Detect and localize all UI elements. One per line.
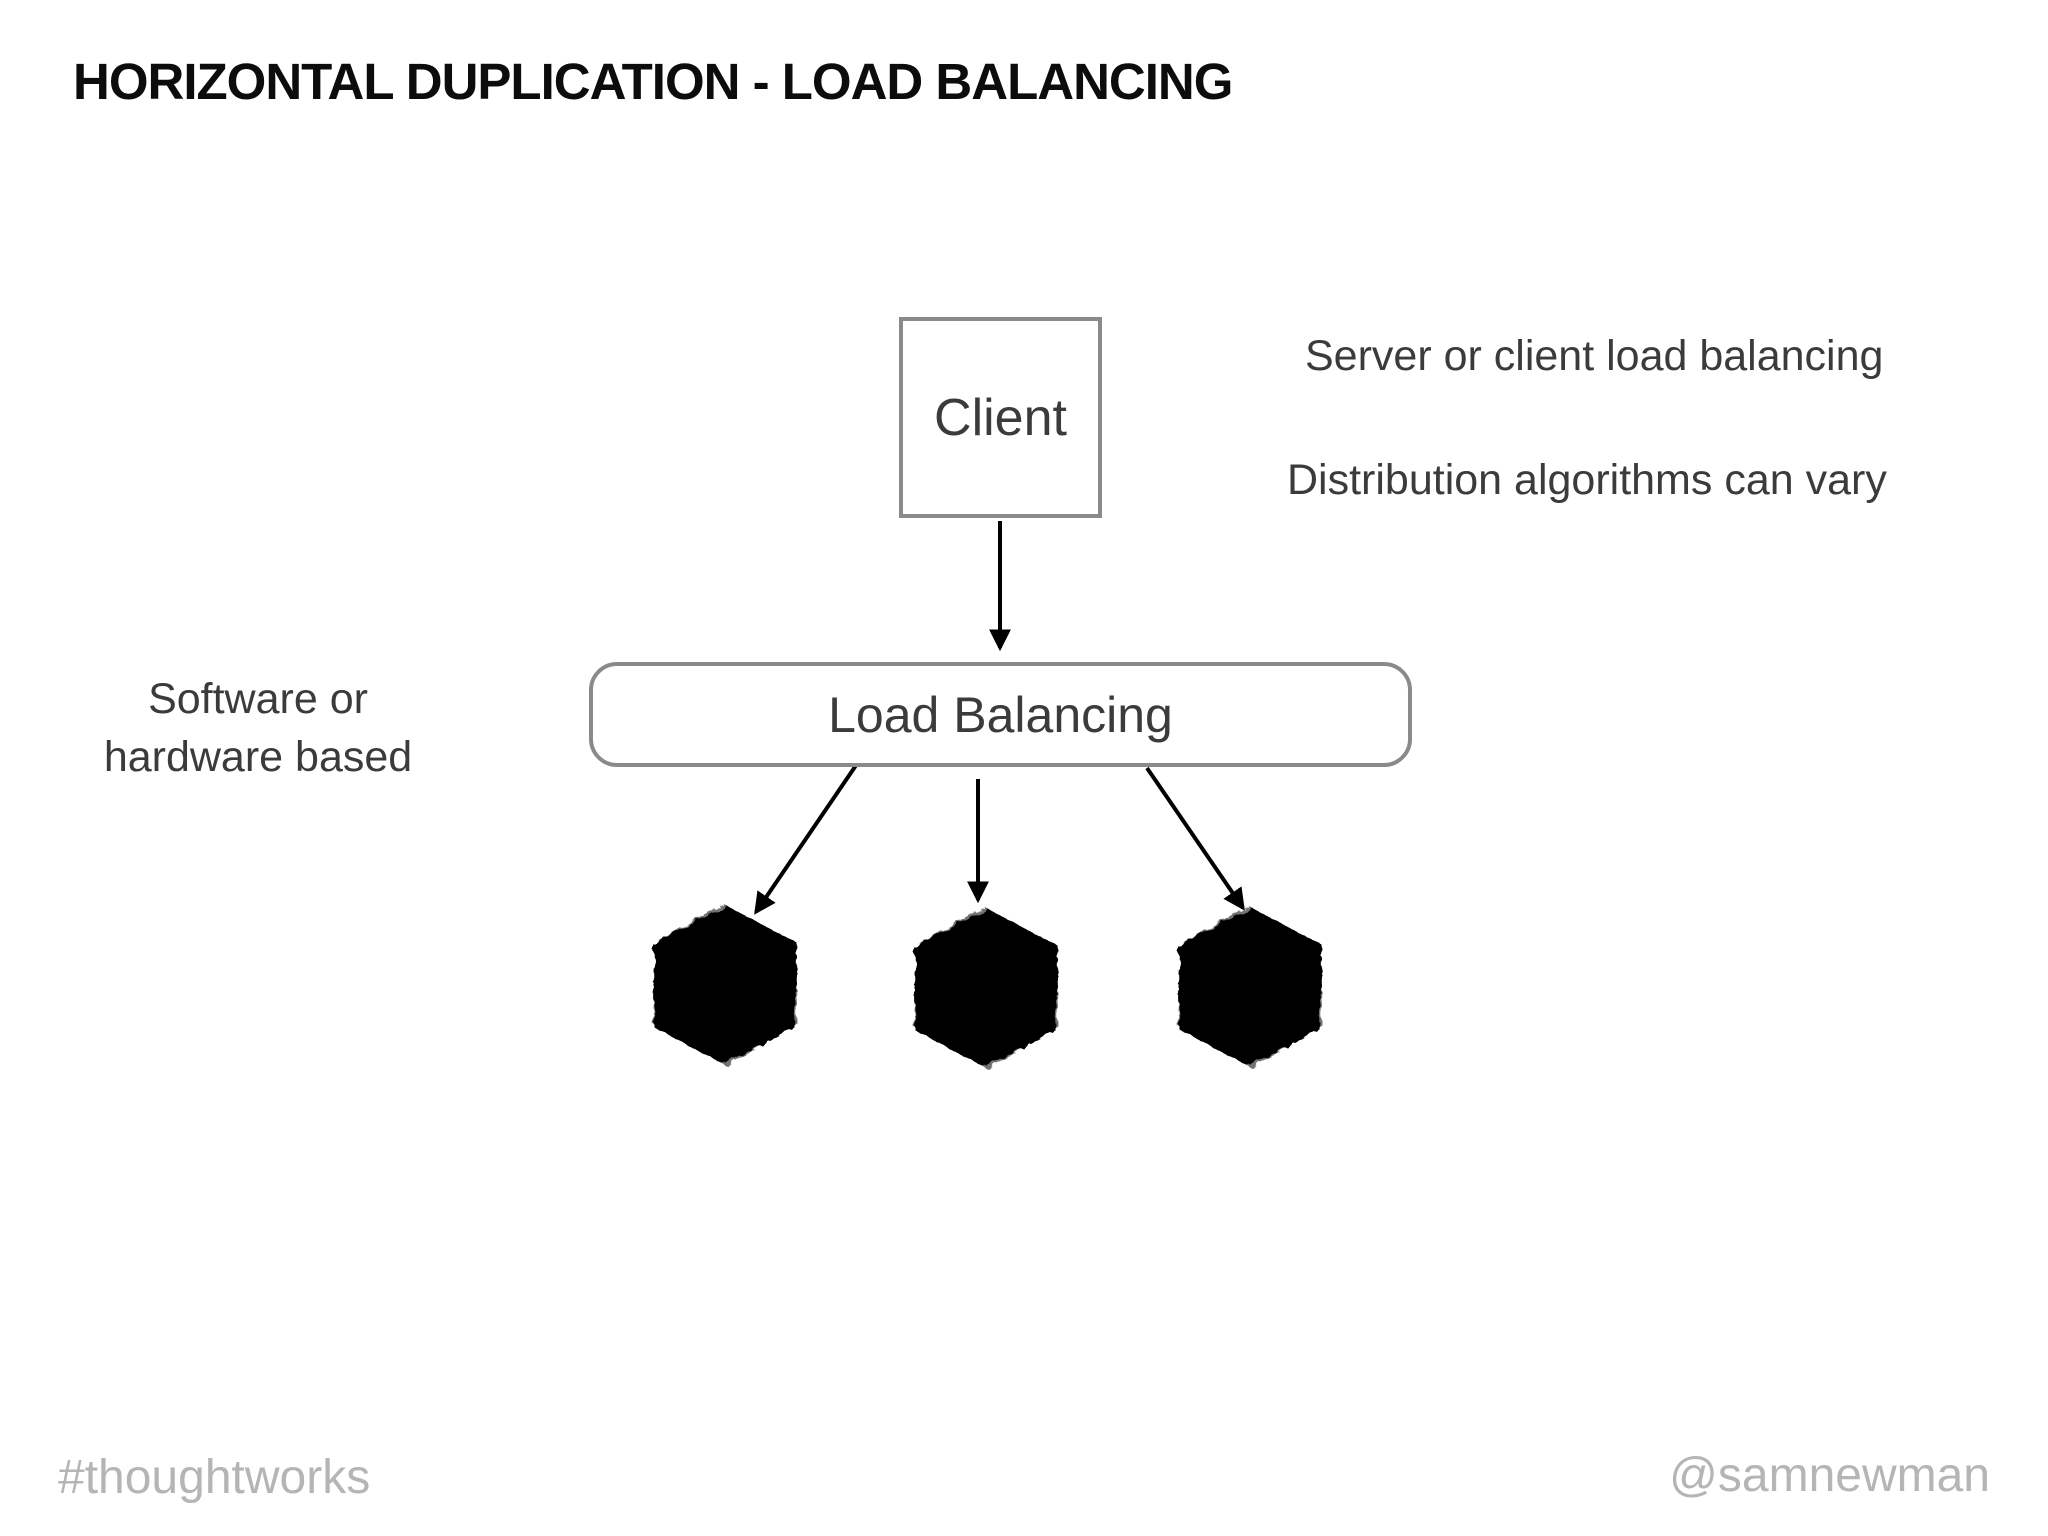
server-hexagon-1: [637, 890, 813, 1080]
server-hexagon-3: [1162, 892, 1338, 1082]
annotation-software-hardware-line2: hardware based: [103, 733, 413, 781]
annotation-distribution-algorithms: Distribution algorithms can vary: [1287, 456, 1887, 504]
arrow-loadbalancer-to-server-1: [754, 756, 863, 915]
server-hexagon-2: [898, 893, 1074, 1083]
annotation-software-hardware: Software or hardware based: [58, 670, 458, 786]
client-node: Client: [899, 317, 1102, 518]
footer-twitter-handle: @samnewman: [1669, 1449, 1990, 1502]
annotation-server-or-client: Server or client load balancing: [1305, 332, 1884, 380]
slide-title: HORIZONTAL DUPLICATION - LOAD BALANCING: [73, 53, 1233, 110]
footer-hashtag: #thoughtworks: [58, 1451, 371, 1504]
load-balancer-node-label: Load Balancing: [828, 686, 1173, 743]
load-balancer-node: Load Balancing: [589, 662, 1412, 767]
annotation-software-hardware-line1: Software or: [148, 675, 368, 723]
client-node-label: Client: [934, 388, 1067, 447]
arrow-loadbalancer-to-server-3: [1145, 766, 1245, 911]
